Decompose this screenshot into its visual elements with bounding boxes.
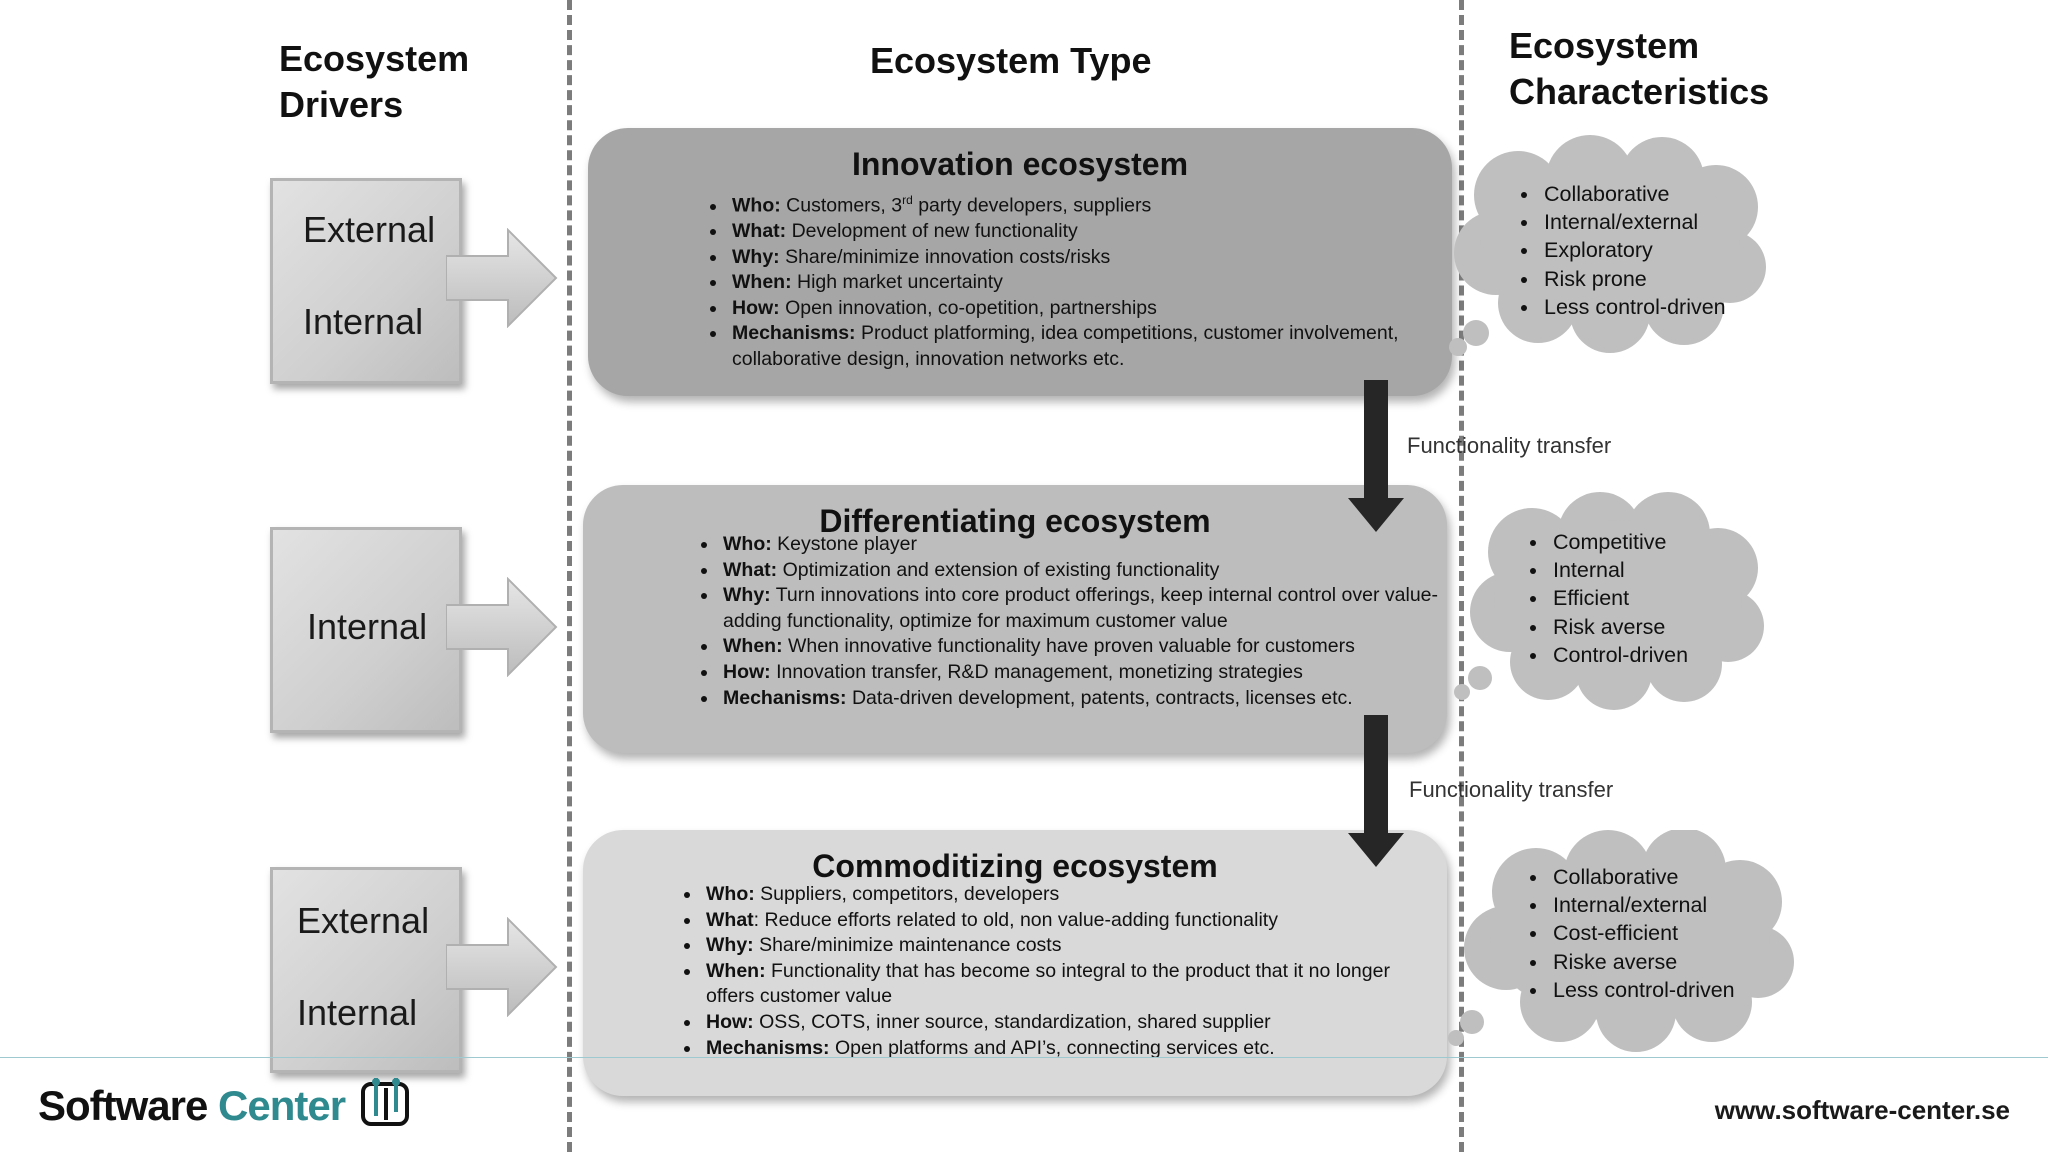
list-item: How: OSS, COTS, inner source, standardiz… (702, 1010, 1442, 1036)
commoditizing-ecosystem-box: Commoditizing ecosystem Who: Suppliers, … (583, 830, 1447, 1096)
list-item: Why: Share/minimize maintenance costs (702, 933, 1442, 959)
differentiating-ecosystem-box: Differentiating ecosystem Who: Keystone … (583, 485, 1447, 753)
list-item: What: Optimization and extension of exis… (719, 558, 1439, 584)
column-divider-left (567, 0, 572, 1152)
list-item: Collaborative (1549, 863, 1749, 891)
drivers-header: Ecosystem Drivers (279, 36, 469, 128)
list-item: When: Functionality that has become so i… (702, 959, 1442, 1010)
list-item: What: Reduce efforts related to old, non… (702, 908, 1442, 934)
characteristics-header-line2: Characteristics (1509, 71, 1770, 112)
list-item: How: Open innovation, co-opetition, part… (728, 296, 1448, 322)
innovation-ecosystem-box: Innovation ecosystem Who: Customers, 3rd… (588, 128, 1452, 396)
type-header: Ecosystem Type (870, 40, 1152, 81)
logo-word-software: Software (38, 1082, 208, 1129)
footer-divider (0, 1057, 2048, 1058)
characteristics-cloud-3 (1448, 830, 1794, 1052)
characteristics-list-2: Competitive Internal Efficient Risk aver… (1521, 528, 1688, 669)
list-item: Risk prone (1540, 265, 1726, 293)
list-item: Less control-driven (1549, 976, 1749, 1004)
list-item: Mechanisms: Data-driven development, pat… (719, 686, 1439, 712)
driver-label-external: External (303, 209, 436, 250)
list-item: Who: Keystone player (719, 532, 1439, 558)
characteristics-list-1: Collaborative Internal/external Explorat… (1512, 180, 1726, 321)
list-item: Efficient (1549, 584, 1688, 612)
characteristics-cloud-2 (1454, 492, 1764, 710)
list-item: When: When innovative functionality have… (719, 634, 1439, 660)
drivers-header-line1: Ecosystem (279, 38, 470, 79)
list-item: What: Development of new functionality (728, 219, 1448, 245)
driver-label-internal: Internal (303, 301, 424, 342)
driver-label-internal: Internal (307, 606, 428, 647)
right-arrow-icon (446, 228, 558, 328)
list-item: Who: Customers, 3rd party developers, su… (728, 188, 1448, 219)
driver-box-differentiating: Internal (270, 527, 462, 733)
list-item: Control-driven (1549, 641, 1688, 669)
list-item: Internal (1549, 556, 1688, 584)
list-item: When: High market uncertainty (728, 270, 1448, 296)
list-item: Internal/external (1549, 891, 1749, 919)
logo-word-center: Center (218, 1082, 346, 1129)
differentiating-ecosystem-list: Who: Keystone player What: Optimization … (693, 532, 1439, 711)
list-item: Riske averse (1549, 948, 1749, 976)
drivers-header-line2: Drivers (279, 84, 404, 125)
list-item: Who: Suppliers, competitors, developers (702, 882, 1442, 908)
list-item: Exploratory (1540, 236, 1726, 264)
characteristics-cloud-1 (1449, 135, 1766, 356)
commoditizing-ecosystem-list: Who: Suppliers, competitors, developers … (676, 882, 1442, 1061)
circuit-logo-icon (360, 1078, 409, 1126)
functionality-transfer-label: Functionality transfer (1407, 433, 1612, 458)
list-item: Why: Share/minimize innovation costs/ris… (728, 245, 1448, 271)
characteristics-list-3: Collaborative Internal/external Cost-eff… (1521, 863, 1749, 1004)
down-arrow-icon (1348, 380, 1404, 532)
list-item: Mechanisms: Product platforming, idea co… (728, 321, 1448, 372)
right-arrow-icon (446, 577, 558, 677)
differentiating-ecosystem-title: Differentiating ecosystem (819, 503, 1211, 539)
list-item: Competitive (1549, 528, 1688, 556)
list-item: Collaborative (1540, 180, 1726, 208)
functionality-transfer-label: Functionality transfer (1409, 777, 1614, 802)
characteristics-header: Ecosystem Characteristics (1509, 23, 1769, 115)
innovation-ecosystem-title: Innovation ecosystem (851, 146, 1189, 182)
list-item: How: Innovation transfer, R&D management… (719, 660, 1439, 686)
driver-box-commoditizing: External Internal (270, 867, 462, 1073)
list-item: Mechanisms: Open platforms and API’s, co… (702, 1036, 1442, 1062)
website-url: www.software-center.se (1714, 1095, 2010, 1125)
down-arrow-icon (1348, 715, 1404, 867)
commoditizing-ecosystem-title: Commoditizing ecosystem (812, 848, 1218, 884)
list-item: Internal/external (1540, 208, 1726, 236)
right-arrow-icon (446, 917, 558, 1017)
driver-label-internal: Internal (297, 992, 418, 1033)
characteristics-header-line1: Ecosystem (1509, 25, 1700, 66)
list-item: Why: Turn innovations into core product … (719, 583, 1439, 634)
driver-box-innovation: External Internal (270, 178, 462, 384)
column-divider-right (1459, 0, 1464, 1152)
list-item: Risk averse (1549, 613, 1688, 641)
list-item: Cost-efficient (1549, 919, 1749, 947)
driver-label-external: External (297, 900, 430, 941)
list-item: Less control-driven (1540, 293, 1726, 321)
software-center-logo: Software Center (38, 1076, 412, 1130)
innovation-ecosystem-list: Who: Customers, 3rd party developers, su… (702, 188, 1448, 373)
